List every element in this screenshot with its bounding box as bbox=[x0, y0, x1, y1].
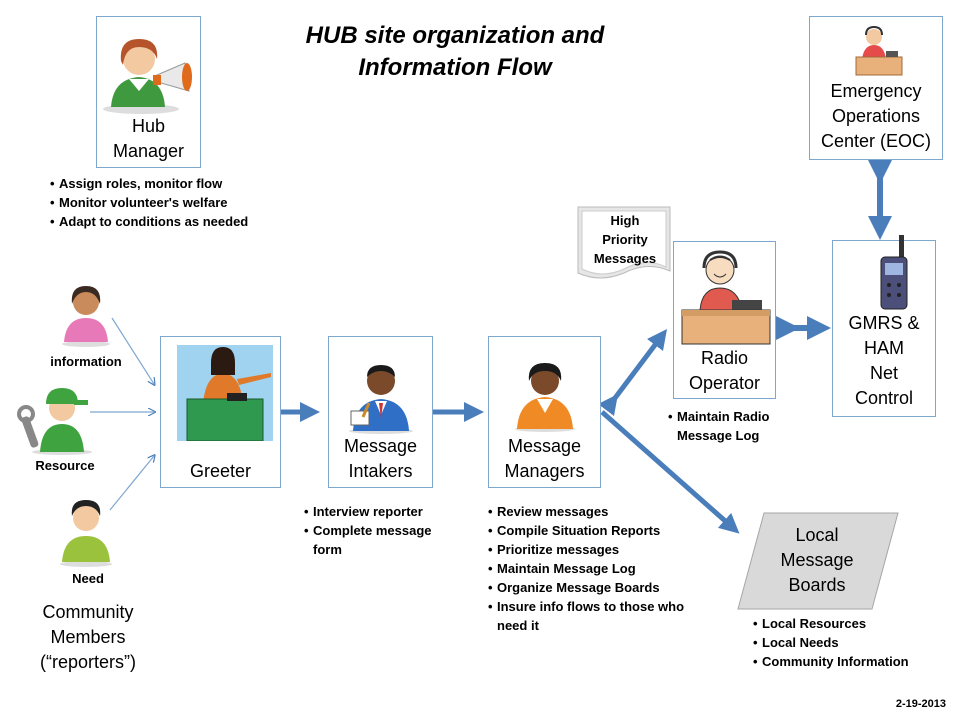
eoc-box: Emergency Operations Center (EOC) bbox=[809, 16, 943, 160]
hub-manager-label-line-1: Hub bbox=[131, 116, 166, 136]
high-priority-line-1: High bbox=[610, 213, 640, 228]
desk-person-icon bbox=[855, 25, 903, 76]
managers-bullet: Review messages bbox=[488, 502, 706, 521]
person-green-icon bbox=[60, 500, 112, 567]
high-priority-label: High Priority Messages bbox=[582, 211, 668, 268]
high-priority-line-2: Priority bbox=[602, 232, 648, 247]
high-priority-line-3: Messages bbox=[593, 251, 657, 266]
managers-label: Message Managers bbox=[489, 434, 600, 484]
wrench-person-icon bbox=[17, 388, 92, 455]
intakers-bullet: Complete message form bbox=[304, 521, 454, 559]
radio-operator-label-line-1: Radio bbox=[700, 348, 749, 368]
radio-operator-icon bbox=[681, 250, 771, 345]
managers-box: Message Managers bbox=[488, 336, 601, 488]
hub-manager-label: Hub Manager bbox=[97, 114, 200, 164]
managers-bullet: Organize Message Boards bbox=[488, 578, 706, 597]
walkie-talkie-icon bbox=[880, 235, 908, 310]
eoc-label-line-2: Operations bbox=[831, 106, 921, 126]
person-label-need: Need bbox=[72, 571, 104, 586]
arrow-information-to-greeter bbox=[111, 317, 154, 384]
hub-manager-bullet: Monitor volunteer's welfare bbox=[50, 193, 310, 212]
eoc-label: Emergency Operations Center (EOC) bbox=[810, 79, 942, 154]
arrow-managers-radio bbox=[597, 329, 668, 417]
greeter-podium-icon bbox=[177, 345, 273, 441]
managers-label-line-1: Message bbox=[507, 436, 582, 456]
person-pink-icon bbox=[62, 286, 110, 347]
local-boards-bullet: Local Needs bbox=[753, 633, 953, 652]
hub-manager-box: Hub Manager bbox=[96, 16, 201, 168]
intakers-bullet: Interview reporter bbox=[304, 502, 454, 521]
intakers-label-line-2: Intakers bbox=[348, 461, 413, 481]
person-label-information: information bbox=[50, 354, 122, 369]
title-line-1: HUB site organization and bbox=[305, 22, 605, 49]
gmrs-label-line-3: Net bbox=[869, 363, 898, 383]
managers-bullet: Compile Situation Reports bbox=[488, 521, 706, 540]
intakers-box: Message Intakers bbox=[328, 336, 433, 488]
eoc-label-line-3: Center (EOC) bbox=[820, 131, 932, 151]
managers-bullet: Prioritize messages bbox=[488, 540, 706, 559]
page-title: HUB site organization and Information Fl… bbox=[270, 20, 640, 84]
hub-manager-bullet: Adapt to conditions as needed bbox=[50, 212, 310, 231]
managers-bullet: Insure info flows to those who need it bbox=[488, 597, 706, 635]
community-label-line-1: Community bbox=[42, 602, 134, 622]
hub-manager-bullets: Assign roles, monitor flow Monitor volun… bbox=[50, 174, 310, 231]
date-label: 2-19-2013 bbox=[895, 698, 946, 710]
community-label-line-3: (“reporters”) bbox=[39, 652, 136, 672]
managers-bullet: Maintain Message Log bbox=[488, 559, 706, 578]
intakers-label: Message Intakers bbox=[329, 434, 432, 484]
gmrs-label-line-4: Control bbox=[854, 388, 914, 408]
gmrs-label: GMRS & HAM Net Control bbox=[833, 311, 935, 411]
arrow-managers-to-boards bbox=[600, 410, 740, 534]
radio-operator-label: Radio Operator bbox=[674, 346, 775, 396]
hub-manager-label-line-2: Manager bbox=[112, 141, 185, 161]
eoc-label-line-1: Emergency bbox=[830, 81, 922, 101]
community-members-label: Community Members (“reporters”) bbox=[14, 600, 162, 675]
radio-operator-bullet: Maintain Radio Message Log bbox=[668, 407, 798, 445]
local-boards-shape bbox=[737, 512, 899, 610]
title-line-2: Information Flow bbox=[358, 54, 552, 81]
document-icon bbox=[577, 206, 671, 279]
radio-operator-box: Radio Operator bbox=[673, 241, 776, 399]
writing-person-icon bbox=[349, 365, 413, 434]
radio-operator-label-line-2: Operator bbox=[688, 373, 761, 393]
local-boards-bullets: Local Resources Local Needs Community In… bbox=[753, 614, 953, 671]
community-label-line-2: Members bbox=[50, 627, 126, 647]
gmrs-box: GMRS & HAM Net Control bbox=[832, 235, 936, 417]
gmrs-label-line-2: HAM bbox=[864, 338, 904, 358]
gmrs-label-line-1: GMRS & bbox=[848, 313, 920, 333]
greeter-label: Greeter bbox=[189, 461, 252, 481]
greeter-box: Greeter bbox=[160, 336, 281, 488]
local-boards-label: Local Message Boards bbox=[754, 523, 880, 598]
intakers-label-line-1: Message bbox=[343, 436, 418, 456]
local-boards-bullet: Community Information bbox=[753, 652, 953, 671]
intakers-bullets: Interview reporter Complete message form bbox=[304, 502, 454, 559]
managers-bullets: Review messages Compile Situation Report… bbox=[488, 502, 706, 635]
megaphone-person-icon bbox=[103, 39, 192, 114]
manager-person-icon bbox=[515, 363, 575, 432]
local-boards-label-line-1: Local bbox=[795, 525, 839, 545]
arrow-need-to-greeter bbox=[109, 456, 154, 511]
local-boards-bullet: Local Resources bbox=[753, 614, 953, 633]
local-boards-label-line-2: Message bbox=[780, 550, 854, 570]
person-label-resource: Resource bbox=[35, 458, 95, 473]
hub-manager-bullet: Assign roles, monitor flow bbox=[50, 174, 310, 193]
managers-label-line-2: Managers bbox=[504, 461, 585, 481]
local-boards-label-line-3: Boards bbox=[788, 575, 846, 595]
radio-operator-bullets: Maintain Radio Message Log bbox=[668, 407, 798, 445]
